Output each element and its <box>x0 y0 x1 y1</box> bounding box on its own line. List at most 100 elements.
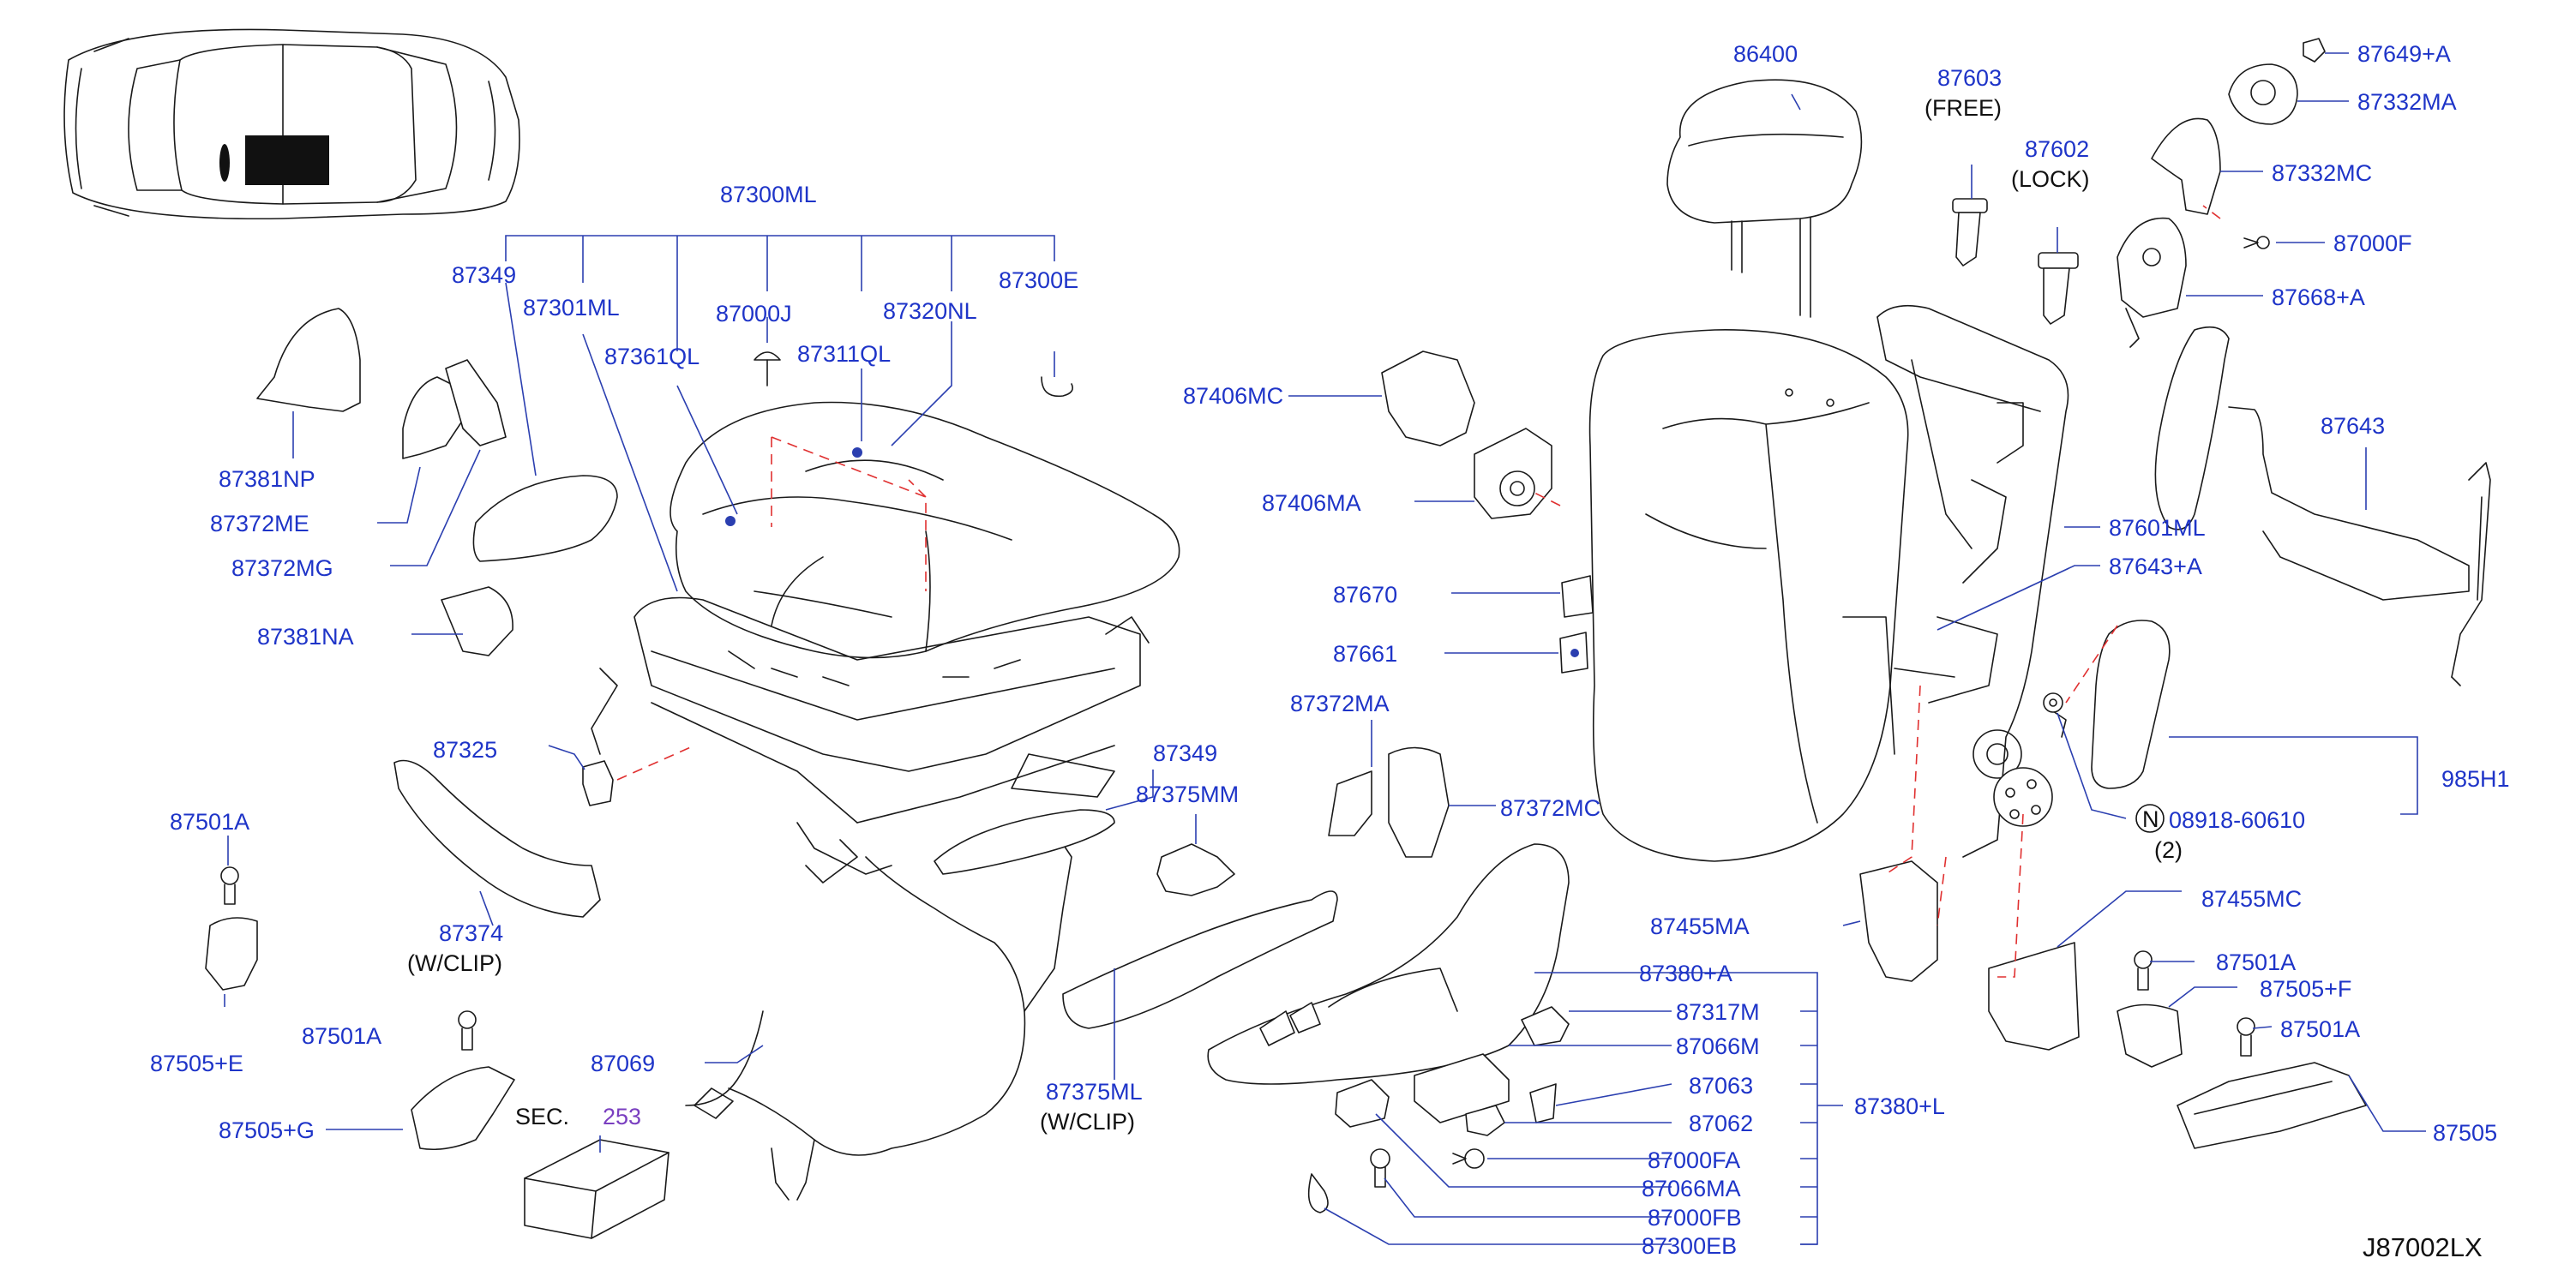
switch-87066ma <box>1335 1079 1390 1128</box>
label-87505e: 87505+E <box>150 1051 243 1076</box>
wire-harness-87069 <box>685 830 1072 1201</box>
label-87374: 87374 <box>439 920 503 946</box>
label-08918-qty: (2) <box>2154 837 2183 863</box>
finisher-87374 <box>393 759 601 918</box>
label-87602-note: (LOCK) <box>2011 166 2090 192</box>
headrest-guide-free <box>1952 198 1988 267</box>
label-87069: 87069 <box>591 1051 655 1076</box>
label-87501a-left: 87501A <box>170 809 249 835</box>
label-87501a-r2: 87501A <box>2280 1016 2360 1042</box>
label-87501a-r1: 87501A <box>2216 950 2296 975</box>
label-87372mg: 87372MG <box>231 555 333 581</box>
cushion-cover-87349 <box>472 475 618 562</box>
screw-87000fb <box>1370 1148 1390 1188</box>
label-87375mm: 87375MM <box>1136 782 1239 807</box>
screw-icon <box>2243 236 2270 249</box>
label-87602: 87602 <box>2025 136 2089 162</box>
label-87301ml: 87301ML <box>523 295 620 320</box>
label-87649a: 87649+A <box>2357 41 2451 67</box>
recliner-cover-87380a <box>1207 843 1570 1085</box>
seat-back-frame <box>1842 304 2069 858</box>
recliner-mechanism-87668 <box>2117 217 2187 348</box>
label-87601ml: 87601ML <box>2109 515 2206 541</box>
label-87063: 87063 <box>1689 1073 1753 1099</box>
finisher-87332mc <box>2151 117 2221 215</box>
bracket-87372me <box>402 376 464 459</box>
cover-87381na <box>441 586 513 656</box>
cover-87375mm <box>1156 843 1235 896</box>
label-87300e: 87300E <box>999 267 1078 293</box>
label-87062: 87062 <box>1689 1111 1753 1136</box>
label-87000fb: 87000FB <box>1648 1205 1742 1231</box>
screw-87000fa <box>1452 1148 1485 1169</box>
callout-labels: 86400 87603 (FREE) 87602 (LOCK) 87649+A … <box>150 41 2510 1262</box>
connector-87325 <box>582 760 614 806</box>
vehicle-locator-icon <box>63 28 520 220</box>
bolt-87501a-r2 <box>2237 1017 2255 1057</box>
label-87066m: 87066M <box>1676 1033 1760 1059</box>
clip-87361ql <box>725 516 736 526</box>
bracket-87406ma <box>1474 428 1552 519</box>
label-87300ml: 87300ML <box>720 182 817 207</box>
label-87406ma: 87406MA <box>1262 490 1361 516</box>
label-87406mc: 87406MC <box>1183 383 1283 409</box>
bracket-87372ma <box>1328 770 1372 836</box>
label-87381np: 87381NP <box>219 466 315 492</box>
label-87300eb: 87300EB <box>1642 1233 1737 1259</box>
clip-87661 <box>1559 632 1588 674</box>
label-87000j: 87000J <box>716 301 792 326</box>
label-87375ml: 87375ML <box>1046 1079 1143 1105</box>
side-airbag-module <box>2154 326 2491 686</box>
bolt-87501a-r1 <box>2134 950 2153 991</box>
knob-87063 <box>1529 1083 1557 1123</box>
seat-back-cushion <box>1588 329 1909 862</box>
label-87603-note: (FREE) <box>1924 95 2002 121</box>
knob-87332ma <box>2228 63 2298 125</box>
control-module-253 <box>524 1139 670 1239</box>
label-87375ml-note: (W/CLIP) <box>1040 1109 1135 1135</box>
finisher-87375ml <box>1062 890 1338 1029</box>
bracket-87406mc <box>1381 350 1475 446</box>
tie-87300eb <box>1307 1173 1329 1213</box>
switch-87317m <box>1521 1006 1570 1046</box>
label-87000fa: 87000FA <box>1648 1147 1740 1173</box>
label-87372me: 87372ME <box>210 511 309 536</box>
label-87643a: 87643+A <box>2109 554 2202 579</box>
label-87505g: 87505+G <box>219 1117 315 1143</box>
bolt-87501a-mid <box>458 1010 477 1051</box>
label-87374-note: (W/CLIP) <box>407 950 502 976</box>
label-87320nl: 87320NL <box>883 298 977 324</box>
cover-87505g <box>411 1066 515 1151</box>
label-87501a-mid: 87501A <box>302 1023 381 1049</box>
label-985h1: 985H1 <box>2441 766 2510 792</box>
pad-87670 <box>1561 575 1594 618</box>
wire-87300e <box>1041 376 1074 398</box>
knob-87062 <box>1465 1105 1505 1136</box>
label-87381na: 87381NA <box>257 624 354 650</box>
label-sec-prefix: SEC. <box>515 1104 569 1129</box>
label-08918-prefix: N <box>2142 806 2159 832</box>
label-87349-mid: 87349 <box>1153 740 1217 766</box>
clip-87311ql <box>852 447 862 458</box>
label-sec-num: 253 <box>603 1104 641 1129</box>
label-87643: 87643 <box>2321 413 2385 439</box>
label-87380a: 87380+A <box>1639 961 1732 986</box>
label-87372mc: 87372MC <box>1500 795 1600 821</box>
label-87325: 87325 <box>433 737 497 763</box>
leader-lines <box>224 52 2426 1245</box>
bracket-87372mc <box>1388 746 1450 858</box>
label-87066ma: 87066MA <box>1642 1176 1741 1201</box>
label-87372ma: 87372MA <box>1290 691 1390 716</box>
rail-cover-87505 <box>2177 1062 2367 1149</box>
diagram-code: J87002LX <box>2363 1232 2483 1262</box>
bracket-87455mc <box>1988 942 2080 1051</box>
clip-87000j <box>754 351 781 386</box>
label-87455mc: 87455MC <box>2201 886 2302 912</box>
bracket-87372mg <box>445 359 507 446</box>
headrest-86400 <box>1666 79 1863 318</box>
cover-87505f <box>2117 1003 2183 1068</box>
label-87349-top: 87349 <box>452 262 516 288</box>
label-87603: 87603 <box>1937 65 2002 91</box>
label-87332ma: 87332MA <box>2357 89 2457 115</box>
bolt-87501a-left <box>220 866 239 905</box>
